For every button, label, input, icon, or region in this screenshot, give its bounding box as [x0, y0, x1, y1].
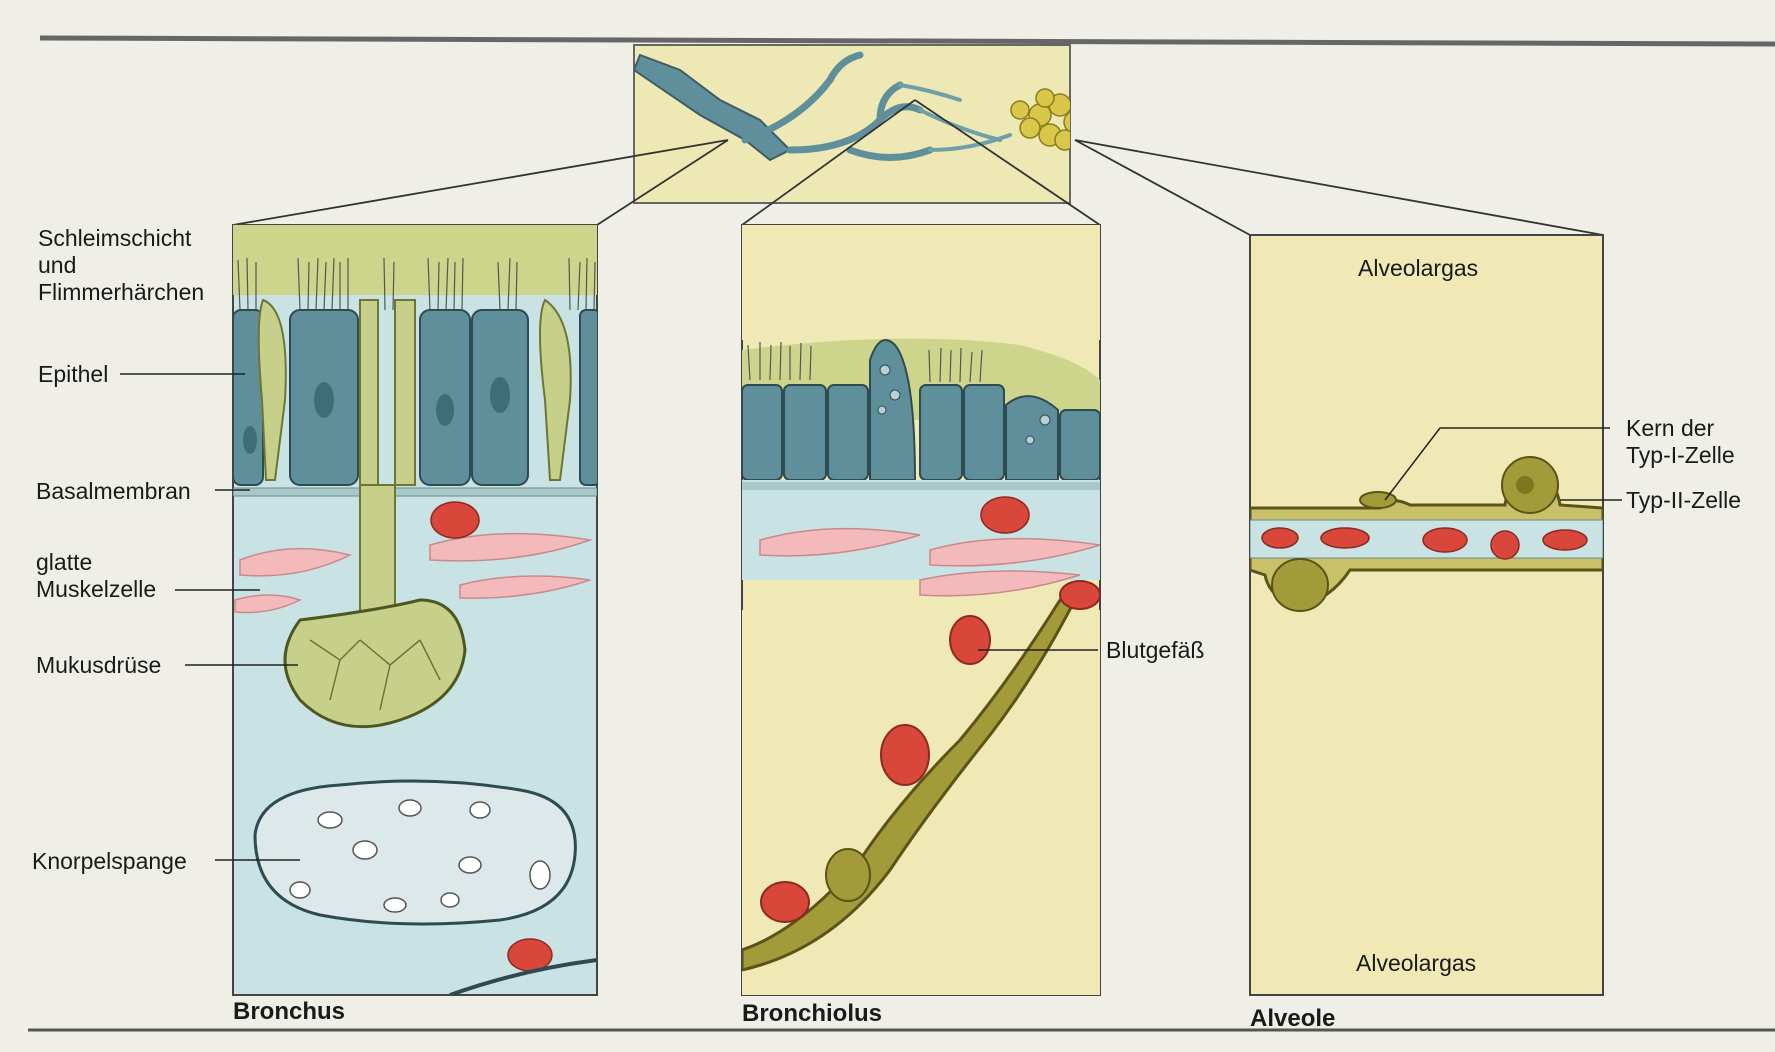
basement-membrane — [233, 488, 597, 496]
label-knorpelspange: Knorpelspange — [32, 848, 187, 875]
type-i-nucleus — [1360, 492, 1396, 508]
label-schleimschicht: Schleimschicht und Flimmerhärchen — [38, 225, 204, 306]
top-rule — [40, 38, 1775, 44]
label-blutgefaess: Blutgefäß — [1106, 637, 1204, 664]
label-kern-typ-i-zelle: Kern der Typ-I-Zelle — [1626, 415, 1735, 469]
label-alveolargas-bottom: Alveolargas — [1356, 950, 1476, 977]
label-mukusdruese: Mukusdrüse — [36, 652, 161, 679]
bronchiolus-panel — [742, 225, 1100, 995]
caption-bronchiolus: Bronchiolus — [742, 1000, 882, 1027]
label-alveolargas-top: Alveolargas — [1358, 255, 1478, 282]
label-epithel: Epithel — [38, 361, 108, 388]
label-basalmembran: Basalmembran — [36, 478, 191, 505]
alveole-panel — [1250, 235, 1603, 995]
label-glatte-muskelzelle: glatte Muskelzelle — [36, 549, 156, 603]
mucus-layer — [233, 225, 597, 295]
caption-alveole: Alveole — [1250, 1005, 1335, 1032]
overview-inset — [634, 45, 1119, 203]
bronchus-panel — [233, 225, 600, 995]
caption-bronchus: Bronchus — [233, 998, 345, 1025]
label-typ-ii-zelle: Typ-II-Zelle — [1626, 487, 1741, 514]
